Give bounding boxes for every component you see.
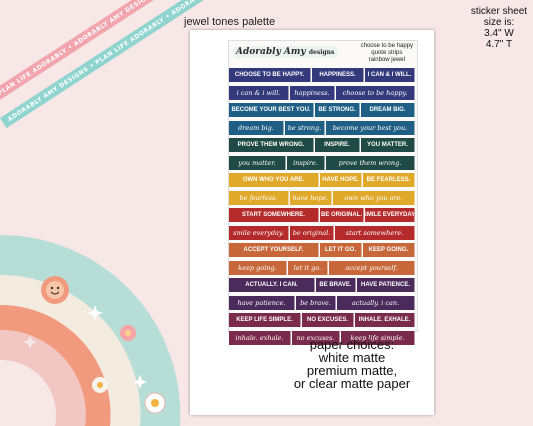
logo-text: Adorably Amy — [236, 47, 306, 57]
quote-strip: happiness. — [290, 85, 335, 100]
strip-row: ACCEPT YOURSELF.LET IT GO.KEEP GOING. — [229, 242, 417, 258]
strip-row: smile everyday.be original.start somewhe… — [229, 225, 417, 241]
sheet-title-line: rainbow jewel — [368, 57, 405, 63]
quote-strip: LET IT GO. — [320, 243, 362, 257]
quote-strip: inspire. — [287, 155, 325, 170]
strip-row: inhale. exhale.no excuses.keep life simp… — [229, 330, 417, 346]
quote-strip: smile everyday. — [229, 225, 289, 240]
size-info: sticker sheet size is: 3.4" W 4.7" T — [468, 6, 530, 50]
quote-strip: be brave. — [296, 295, 336, 310]
quote-strip: OWN WHO YOU ARE. — [229, 173, 319, 187]
sheet-title-line: quote strips — [371, 50, 403, 56]
palette-label: jewel tones palette — [184, 16, 276, 28]
quote-strip: PROVE THEM WRONG. — [229, 138, 314, 152]
strip-row: have patience.be brave.actually. i can. — [229, 295, 417, 311]
quote-strip: no excuses. — [292, 330, 340, 345]
quote-strip: start somewhere. — [335, 225, 415, 240]
brand-logo: Adorably Amy designs — [233, 46, 338, 58]
quote-strip: CHOOSE TO BE HAPPY. — [229, 68, 311, 82]
strip-row: START SOMEWHERE.BE ORIGINAL.SMILE EVERYD… — [229, 207, 417, 223]
quote-strip: INHALE. EXHALE. — [355, 313, 415, 327]
quote-strip: be fearless. — [229, 190, 289, 205]
quote-strip: let it go. — [288, 260, 328, 275]
quote-strip: actually. i can. — [337, 295, 415, 310]
quote-strip: BECOME YOUR BEST YOU. — [229, 103, 314, 117]
strip-row: dream big.be strong.become your best you… — [229, 120, 417, 136]
quote-strip: inhale. exhale. — [229, 330, 291, 345]
quote-strip: keep life simple. — [341, 330, 415, 345]
quote-strip: be strong. — [285, 120, 325, 135]
sheet-title-line: choose to be happy — [360, 43, 413, 49]
quote-strip: SMILE EVERYDAY. — [365, 208, 415, 222]
quote-strip: keep going. — [229, 260, 287, 275]
quote-strip-rows: CHOOSE TO BE HAPPY.HAPPINESS.I CAN & I W… — [229, 67, 417, 347]
quote-strip: own who you are. — [333, 190, 415, 205]
sparkle-icon — [87, 305, 103, 321]
paper-line4: or clear matte paper — [293, 376, 411, 391]
strip-row: CHOOSE TO BE HAPPY.HAPPINESS.I CAN & I W… — [229, 67, 417, 83]
strip-row: OWN WHO YOU ARE.HAVE HOPE.BE FEARLESS. — [229, 172, 417, 188]
quote-strip: KEEP GOING. — [363, 243, 415, 257]
quote-strip: KEEP LIFE SIMPLE. — [229, 313, 301, 327]
quote-strip: i can & i will. — [229, 85, 289, 100]
logo-sub: designs — [308, 49, 335, 56]
quote-strip: BE ORIGINAL. — [320, 208, 364, 222]
paper-line1: paper choices: — [309, 337, 395, 352]
quote-strip: NO EXCUSES. — [302, 313, 354, 327]
rainbow-illustration — [0, 235, 181, 426]
quote-strip: I CAN & I WILL. — [365, 68, 415, 82]
quote-strip: ACCEPT YOURSELF. — [229, 243, 319, 257]
strip-row: keep going.let it go.accept yourself. — [229, 260, 417, 276]
quote-strip: have patience. — [229, 295, 295, 310]
flower-icon — [144, 392, 166, 414]
quote-strip: have hope. — [290, 190, 332, 205]
smiley-flower-icon — [41, 276, 69, 304]
quote-strip: choose to be happy. — [336, 85, 415, 100]
quote-strip: START SOMEWHERE. — [229, 208, 319, 222]
quote-strip: dream big. — [229, 120, 284, 135]
paper-line3: premium matte, — [306, 363, 398, 378]
strip-row: PROVE THEM WRONG.INSPIRE.YOU MATTER. — [229, 137, 417, 153]
quote-strip: be original. — [290, 225, 334, 240]
quote-strip: prove them wrong. — [326, 155, 415, 170]
size-height: 4.7" T — [485, 39, 513, 50]
sheet-header: Adorably Amy designs choose to be happy … — [229, 41, 417, 63]
sticker-sheet: Adorably Amy designs choose to be happy … — [228, 40, 418, 345]
strip-row: be fearless.have hope.own who you are. — [229, 190, 417, 206]
strip-row: you matter.inspire.prove them wrong. — [229, 155, 417, 171]
quote-strip: accept yourself. — [329, 260, 415, 275]
size-info-line2: size is: — [483, 17, 515, 28]
strip-row: ACTUALLY. I CAN.BE BRAVE.HAVE PATIENCE. — [229, 277, 417, 293]
quote-strip: you matter. — [229, 155, 286, 170]
sparkle-icon-2 — [23, 335, 37, 349]
quote-strip: ACTUALLY. I CAN. — [229, 278, 315, 292]
sheet-title: choose to be happy quote strips rainbow … — [361, 43, 413, 64]
sparkle-icon-3 — [133, 375, 147, 389]
quote-strip: HAVE HOPE. — [320, 173, 362, 187]
flower-icon-2 — [120, 325, 136, 341]
quote-strip: become your best you. — [326, 120, 415, 135]
quote-strip: BE STRONG. — [315, 103, 360, 117]
flower-icon-3 — [92, 377, 108, 393]
quote-strip: BE BRAVE. — [316, 278, 356, 292]
size-width: 3.4" W — [484, 28, 514, 39]
strip-row: KEEP LIFE SIMPLE.NO EXCUSES.INHALE. EXHA… — [229, 312, 417, 328]
size-info-line1: sticker sheet — [470, 6, 528, 17]
quote-strip: INSPIRE. — [315, 138, 360, 152]
quote-strip: HAVE PATIENCE. — [357, 278, 415, 292]
quote-strip: BE FEARLESS. — [363, 173, 415, 187]
strip-row: i can & i will.happiness.choose to be ha… — [229, 85, 417, 101]
quote-strip: HAPPINESS. — [312, 68, 364, 82]
quote-strip: YOU MATTER. — [361, 138, 415, 152]
strip-row: BECOME YOUR BEST YOU.BE STRONG.DREAM BIG… — [229, 102, 417, 118]
paper-choices: paper choices: white matte premium matte… — [262, 338, 442, 390]
quote-strip: DREAM BIG. — [361, 103, 415, 117]
paper-line2: white matte — [318, 350, 386, 365]
